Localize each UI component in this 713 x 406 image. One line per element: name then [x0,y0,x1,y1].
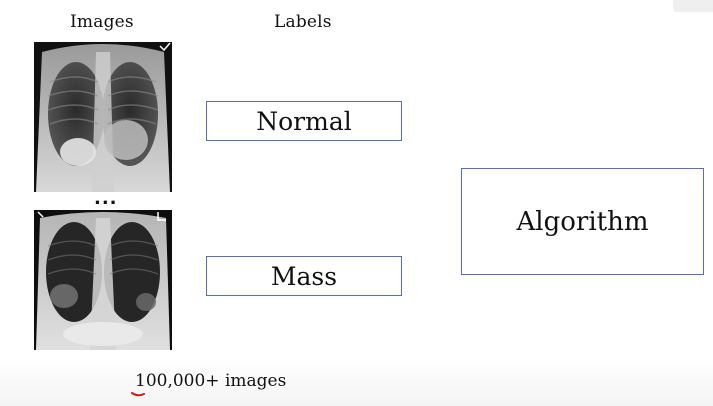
label-normal-text: Normal [256,106,352,136]
chest-xray-mass-image [34,210,172,350]
algorithm-box: Algorithm [461,168,704,275]
window-controls-icon[interactable] [673,0,713,12]
dataset-size-caption: 100,000+ images [135,371,287,391]
red-underline-annotation [131,392,145,397]
ellipsis: ... [94,188,118,209]
label-mass-text: Mass [270,261,338,291]
labels-heading: Labels [274,12,332,32]
algorithm-text: Algorithm [516,206,649,237]
chest-xray-normal-image [34,42,172,192]
label-box-normal: Normal [206,101,402,141]
label-box-mass: Mass [206,256,402,296]
images-heading: Images [70,12,134,32]
